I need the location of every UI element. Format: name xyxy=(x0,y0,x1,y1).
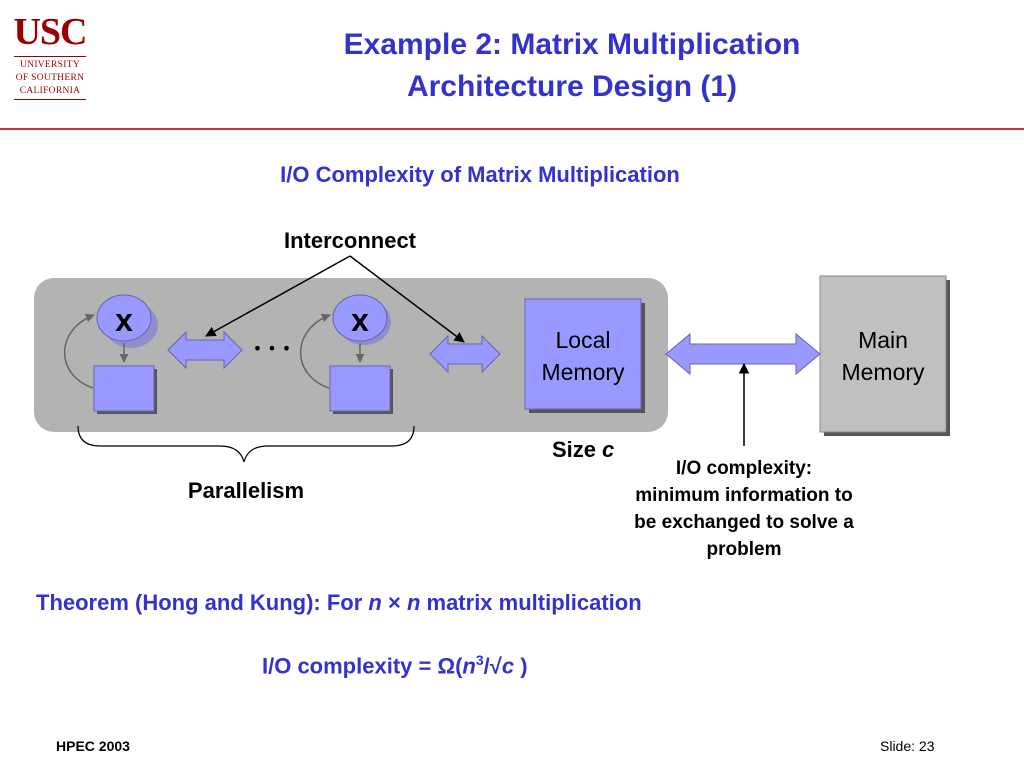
main-memory-label-2: Memory xyxy=(841,359,925,385)
svg-text:problem: problem xyxy=(707,539,782,560)
io-complexity-formula: I/O complexity = Ω(n3/√c ) xyxy=(262,652,528,679)
parallelism-label: Parallelism xyxy=(188,478,304,503)
multiplier-circle-2 xyxy=(332,294,388,342)
main-memory-label-1: Main xyxy=(858,327,908,353)
memory-transfer-arrow xyxy=(665,332,821,376)
multiplier-symbol-1: x xyxy=(115,302,133,338)
interconnect-pointer-2 xyxy=(349,255,465,343)
multiplier-circle-1 xyxy=(96,294,152,342)
slide-title-line-1: Example 2: Matrix Multiplication xyxy=(343,28,801,61)
title-rule xyxy=(0,128,1024,130)
interconnect-pointer-1 xyxy=(205,255,351,337)
footer-slide-number: Slide: 23 xyxy=(880,738,935,754)
local-memory-block: Local Memory xyxy=(524,298,645,413)
register-box-2 xyxy=(329,365,391,412)
svg-text:minimum information to: minimum information to xyxy=(635,485,852,506)
logo-line-1: UNIVERSITY xyxy=(20,60,80,70)
pe-ellipsis: • • • xyxy=(253,339,291,358)
processing-element-2: x xyxy=(299,294,393,414)
processing-panel xyxy=(34,278,668,432)
logo-rule-bottom xyxy=(14,99,86,100)
svg-text:be exchanged to solve a: be exchanged to solve a xyxy=(634,512,854,533)
theorem-statement: Theorem (Hong and Kung): For n × n matri… xyxy=(36,590,642,615)
slide-subtitle: I/O Complexity of Matrix Multiplication xyxy=(280,162,680,187)
interconnect-label: Interconnect xyxy=(284,228,417,253)
interconnect-arrow-1 xyxy=(167,330,243,370)
processing-element-1: x xyxy=(63,294,158,414)
local-memory-label-1: Local xyxy=(556,327,611,353)
multiplier-symbol-2: x xyxy=(351,302,369,338)
interconnect-arrow-2 xyxy=(429,334,501,374)
footer-conference: HPEC 2003 xyxy=(56,738,130,754)
logo-line-2: OF SOUTHERN xyxy=(15,73,85,83)
usc-logo: USC UNIVERSITY OF SOUTHERN CALIFORNIA xyxy=(12,12,88,108)
register-box-1 xyxy=(93,365,155,412)
logo-line-3: CALIFORNIA xyxy=(19,86,81,96)
local-memory-label-2: Memory xyxy=(541,359,625,385)
slide-title-line-2: Architecture Design (1) xyxy=(406,70,738,103)
io-complexity-note: I/O complexity: minimum information to b… xyxy=(634,458,854,560)
logo-usc-text: USC xyxy=(13,11,87,53)
svg-text:I/O complexity:: I/O complexity: xyxy=(676,458,812,479)
logo-rule-top xyxy=(14,56,86,57)
slide-title: Example 2: Matrix Multiplication Archite… xyxy=(180,24,964,108)
parallelism-brace xyxy=(77,425,415,463)
main-memory-block: Main Memory xyxy=(819,275,950,436)
